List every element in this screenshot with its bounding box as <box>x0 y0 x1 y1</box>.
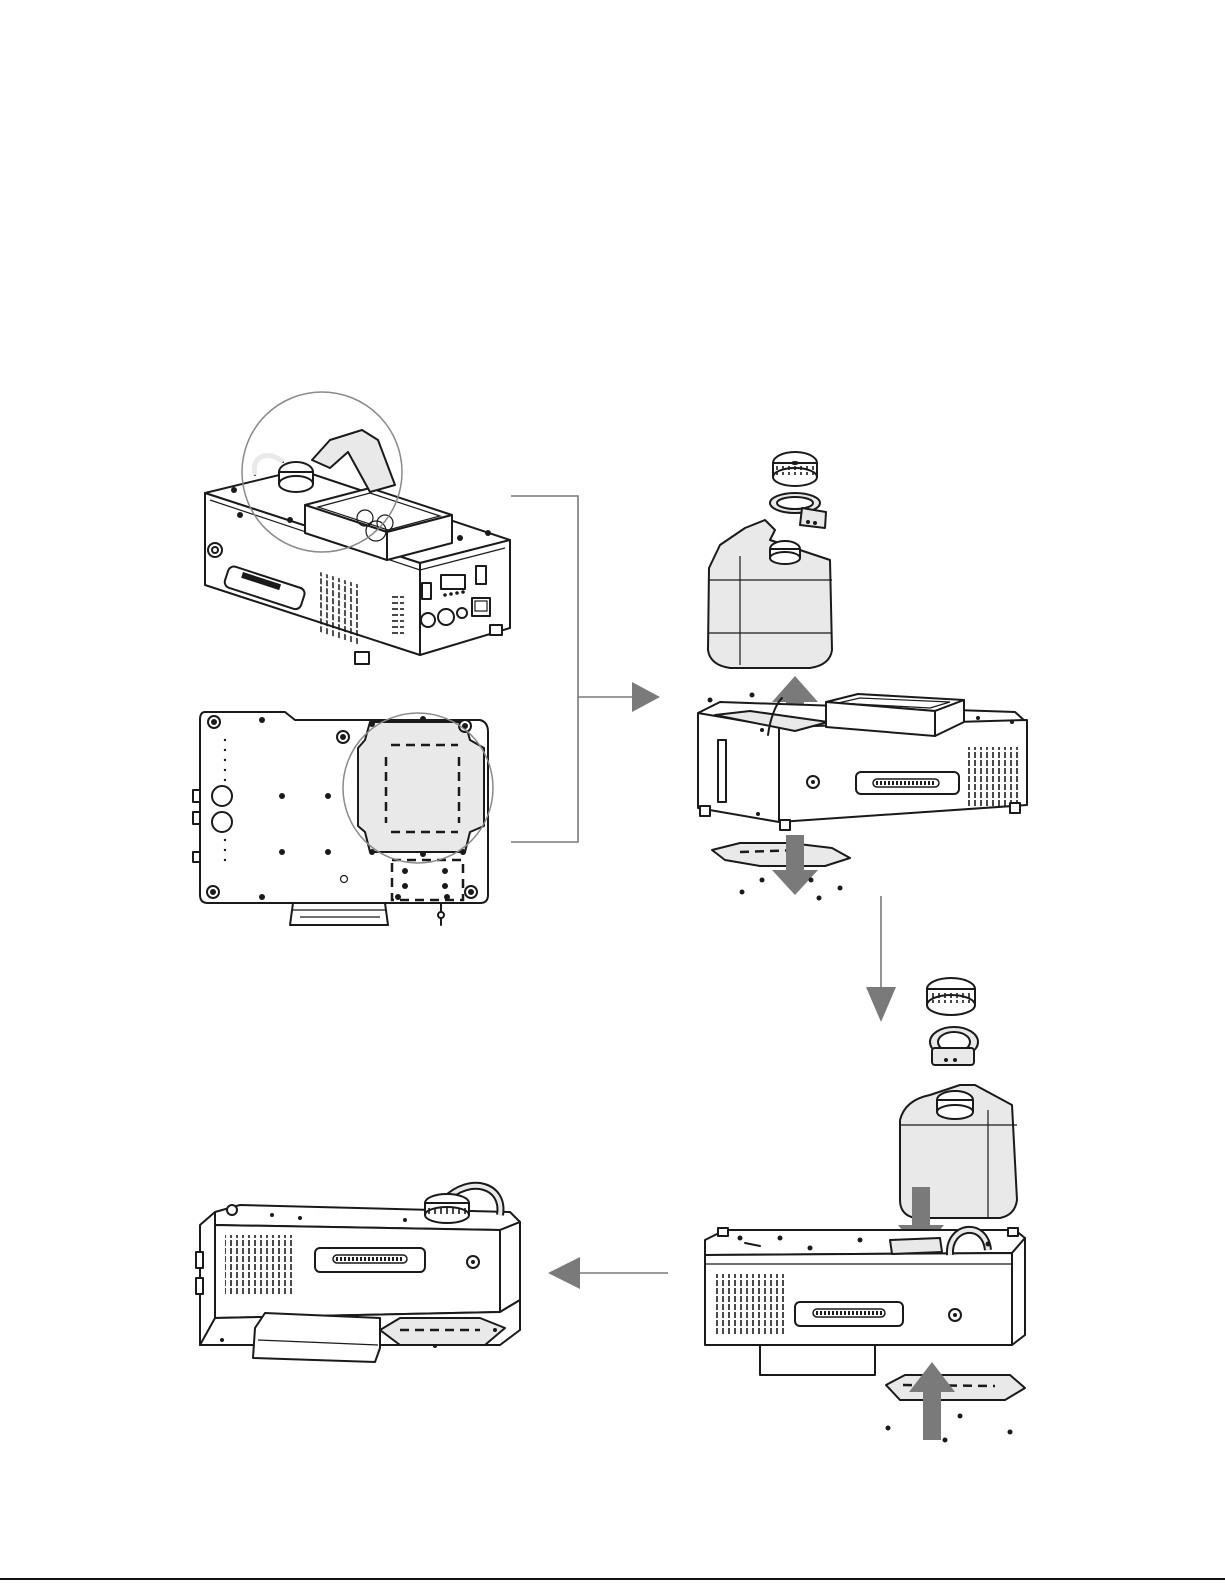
unit-bottom-view <box>193 712 493 925</box>
tank-reinstalled-view <box>705 978 1025 1443</box>
tank-cap-icon <box>927 978 975 1015</box>
fluid-tank-icon <box>708 520 832 668</box>
unit-final-view <box>196 1186 520 1362</box>
unit-front-view <box>205 392 510 664</box>
flow-arrow-icon <box>548 1257 668 1289</box>
tank-removed-view <box>698 452 1027 901</box>
tank-cap-icon <box>773 452 817 486</box>
flow-arrow-icon <box>866 896 896 1022</box>
page-footer-rule <box>0 1578 1225 1580</box>
flow-arrow-icon <box>511 496 660 842</box>
